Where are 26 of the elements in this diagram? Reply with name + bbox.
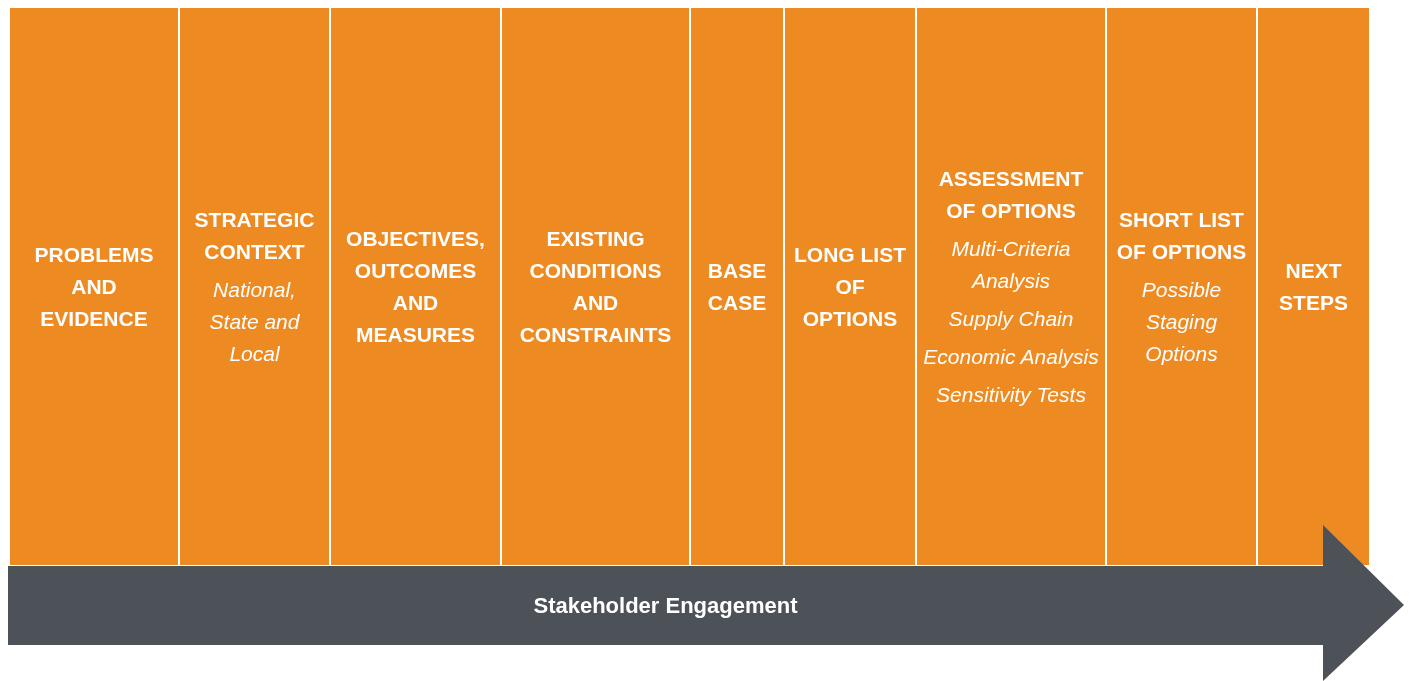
- stage-heading: NEXT STEPS: [1278, 257, 1349, 316]
- stage-column: [691, 8, 783, 565]
- stage-column: [917, 8, 1105, 565]
- arrow-label: Stakeholder Engagement: [533, 593, 798, 619]
- stage-column: [10, 8, 178, 565]
- stage-column: [502, 8, 689, 565]
- process-arrow: [8, 525, 1404, 681]
- stage-detail: Possible Staging Options: [1140, 276, 1223, 367]
- stage-heading: ASSESSMENT OF OPTIONS: [937, 165, 1085, 224]
- stage-column: [785, 8, 915, 565]
- stage-heading: PROBLEMS AND EVIDENCE: [33, 241, 155, 332]
- stage-column: [1107, 8, 1256, 565]
- stage-heading: LONG LIST OF OPTIONS: [793, 241, 907, 332]
- stage-column: [331, 8, 500, 565]
- stage-detail: Sensitivity Tests: [936, 381, 1086, 408]
- stage-heading: STRATEGIC CONTEXT: [193, 206, 316, 265]
- stage-heading: BASE CASE: [706, 257, 768, 316]
- stage-heading: OBJECTIVES, OUTCOMES AND MEASURES: [345, 225, 486, 348]
- stage-detail: Economic Analysis: [923, 343, 1099, 370]
- stage-heading: SHORT LIST OF OPTIONS: [1115, 206, 1248, 265]
- stage-detail: Multi-Criteria Analysis: [950, 235, 1072, 294]
- stage-column: [180, 8, 329, 565]
- stage-detail: National, State and Local: [208, 276, 301, 367]
- stage-detail: Supply Chain: [948, 305, 1074, 332]
- stage-column: [1258, 8, 1369, 565]
- stage-heading: EXISTING CONDITIONS AND CONSTRAINTS: [518, 225, 673, 348]
